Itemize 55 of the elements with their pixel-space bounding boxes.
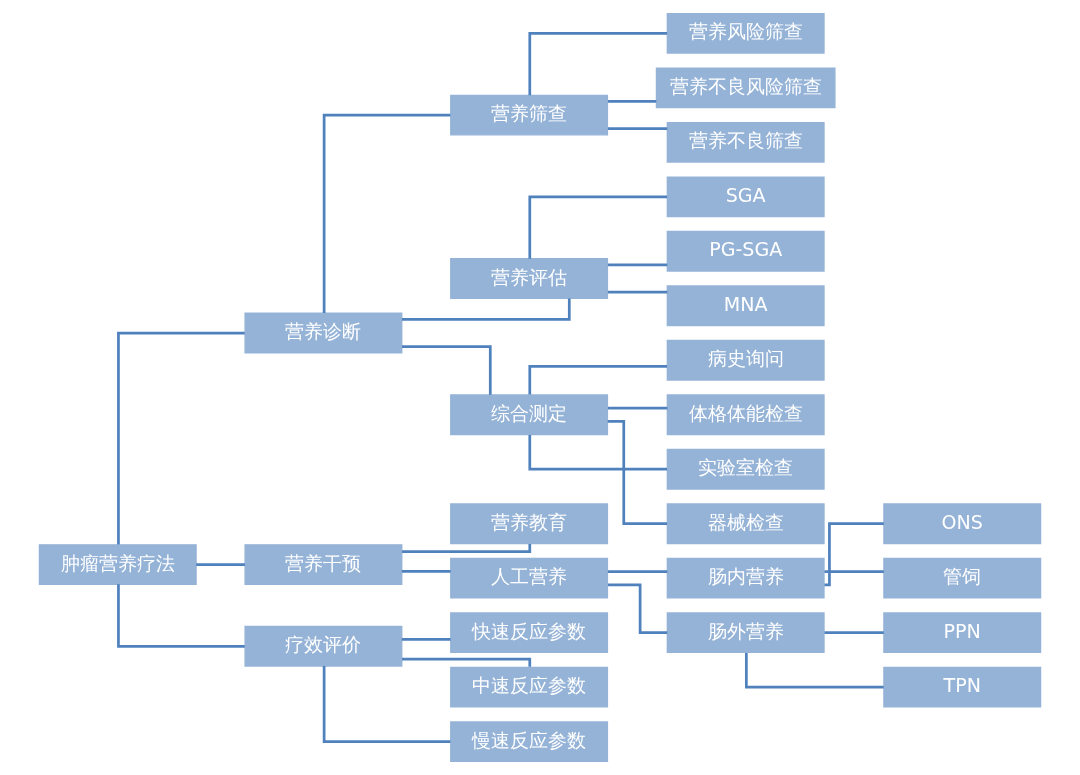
node-box: 营养评估 (450, 258, 609, 299)
node-box: PPN (883, 612, 1042, 654)
connector (196, 563, 245, 566)
connector (824, 522, 884, 587)
node-box: 器械检查 (666, 503, 825, 545)
node-box: 实验室检查 (666, 448, 825, 490)
connector (607, 263, 668, 267)
connector (528, 365, 668, 395)
connector (402, 544, 532, 553)
node-box: SGA (666, 176, 825, 218)
connector (117, 584, 245, 648)
connector (607, 406, 668, 410)
connector (824, 570, 884, 573)
connector (824, 631, 884, 635)
connector (401, 345, 492, 395)
node-box: MNA (666, 285, 825, 327)
node-box: 营养干预 (244, 544, 403, 585)
node-box: 体格体能检查 (666, 394, 825, 436)
node-box: 营养不良筛查 (666, 121, 825, 163)
connector (607, 570, 668, 573)
node-box: 中速反应参数 (450, 666, 609, 708)
node-box: 肠外营养 (666, 612, 825, 654)
connector (322, 666, 451, 743)
node-box: 管饲 (883, 557, 1042, 599)
connector (401, 298, 571, 321)
node-box: 营养不良风险筛查 (655, 67, 836, 109)
node-box: 营养诊断 (244, 312, 403, 354)
node-box: 肠内营养 (666, 557, 825, 599)
node-box: 疗效评价 (244, 625, 403, 667)
node-box: 病史询问 (666, 339, 825, 381)
connector (402, 657, 532, 667)
connector (322, 113, 451, 313)
node-box: 人工营养 (450, 557, 609, 599)
connector (528, 32, 668, 96)
connector (745, 652, 884, 689)
node-box: 营养筛查 (450, 94, 609, 136)
node-box: 综合测定 (450, 394, 609, 436)
connector (117, 331, 245, 545)
connector (607, 419, 668, 526)
connector (401, 570, 451, 573)
connector (607, 100, 657, 103)
connector (528, 195, 668, 259)
connector (528, 435, 668, 471)
node-box: 肿瘤营养疗法 (38, 544, 197, 585)
node-box: PG-SGA (666, 230, 825, 272)
node-box: 快速反应参数 (450, 612, 609, 654)
node-box: ONS (883, 503, 1042, 545)
node-box: 慢速反应参数 (450, 721, 609, 763)
node-box: 营养教育 (450, 503, 609, 545)
node-box: 营养风险筛查 (666, 12, 825, 54)
connector (401, 638, 451, 641)
connector (607, 127, 668, 131)
node-box: TPN (883, 666, 1042, 708)
connector (608, 583, 668, 635)
connector (607, 290, 668, 294)
